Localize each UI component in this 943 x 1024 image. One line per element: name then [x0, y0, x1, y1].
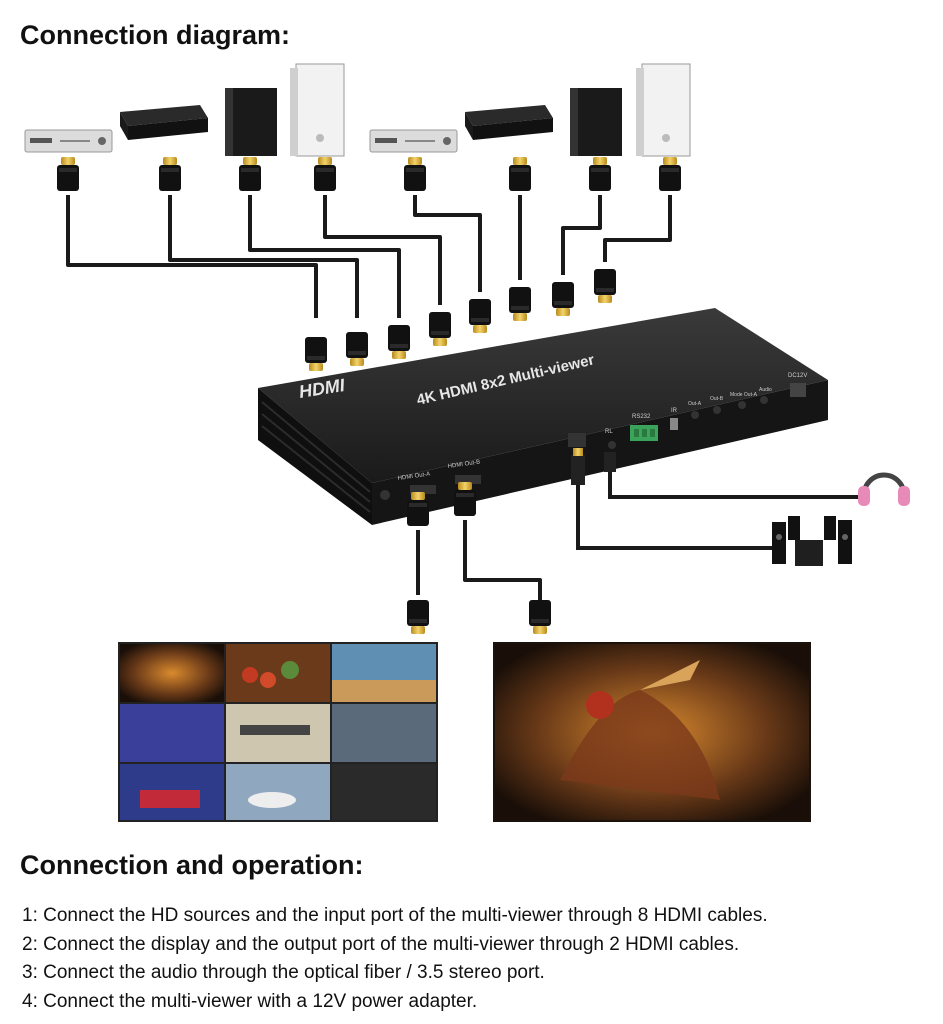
svg-text:Out-A: Out-A — [688, 401, 702, 407]
multi-viewer-device: HDMI 4K HDMI 8x2 Multi-viewer HDMI Out-A… — [258, 308, 828, 525]
audio-cables — [576, 470, 868, 550]
optical-port — [568, 433, 586, 447]
svg-text:DC12V: DC12V — [788, 373, 807, 379]
power-led-icon — [380, 490, 390, 500]
output-cables — [416, 520, 542, 600]
fullscreen-display-icon — [493, 642, 811, 822]
set-top-box-icon — [120, 105, 208, 140]
source-connectors — [57, 157, 681, 191]
pc-tower-icon — [570, 88, 622, 156]
ir-port: IR — [670, 408, 678, 430]
dvd-player-icon — [24, 129, 113, 153]
svg-text:Audio: Audio — [759, 387, 772, 393]
headphones-icon — [858, 472, 910, 506]
dc12v-port: DC12V — [788, 373, 807, 397]
svg-text:RS232: RS232 — [632, 414, 651, 420]
multiview-display-icon — [118, 642, 438, 822]
connection-diagram: HDMI 4K HDMI 8x2 Multi-viewer HDMI Out-A… — [24, 63, 910, 822]
operation-steps: 1: Connect the HD sources and the input … — [22, 902, 768, 1016]
audio-button: Audio — [759, 387, 772, 404]
hdmi-out-b-port: HDMI Out-B — [447, 459, 481, 484]
pc-tower-white-icon — [290, 63, 345, 157]
step-2: 2: Connect the display and the output po… — [22, 933, 740, 955]
step-3: 3: Connect the audio through the optical… — [22, 962, 545, 983]
svg-text:RL: RL — [605, 429, 613, 435]
audio-connectors — [571, 448, 616, 485]
diagram-title: Connection diagram: — [20, 20, 291, 50]
speaker-system-icon — [772, 516, 852, 566]
svg-text:Out-B: Out-B — [710, 396, 724, 402]
mode-out-a-button: Mode Out-A — [730, 392, 758, 409]
step-1: 1: Connect the HD sources and the input … — [22, 905, 768, 926]
out-a-button: Out-A — [688, 401, 702, 419]
step-4: 4: Connect the multi-viewer with a 12V p… — [22, 990, 478, 1012]
hdmi-out-a-port: HDMI Out-A — [397, 471, 436, 494]
pc-tower-white-icon — [636, 63, 691, 157]
svg-text:HDMI Out-B: HDMI Out-B — [447, 459, 480, 469]
output-connectors — [407, 482, 551, 634]
svg-text:Mode Out-A: Mode Out-A — [730, 392, 758, 398]
rl-port: RL — [605, 429, 616, 449]
set-top-box-icon — [465, 105, 553, 140]
out-b-button: Out-B — [710, 396, 724, 414]
input-cables — [66, 195, 672, 318]
svg-text:HDMI Out-A: HDMI Out-A — [397, 471, 430, 481]
pc-tower-icon — [225, 88, 277, 156]
operation-title: Connection and operation: — [20, 850, 364, 880]
rs232-port: RS232 — [630, 414, 658, 441]
dvd-player-icon — [369, 129, 458, 153]
svg-text:IR: IR — [671, 408, 678, 414]
